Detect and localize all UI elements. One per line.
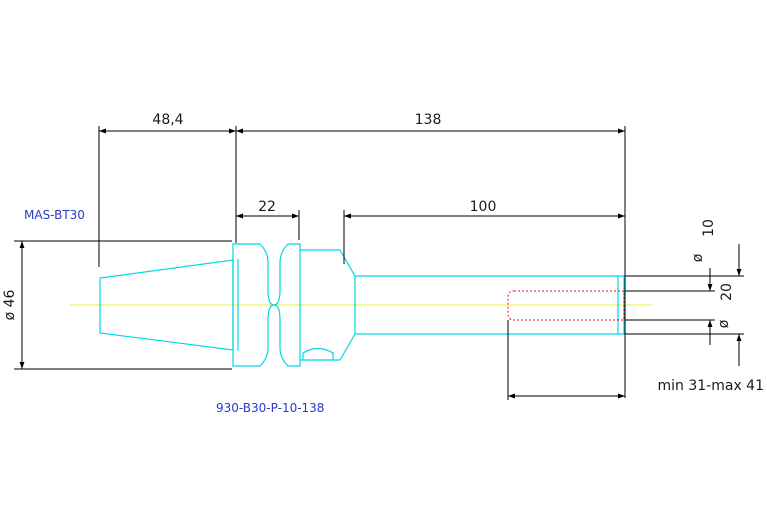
dim-22-text: 22 (258, 199, 276, 215)
flange-shape (232, 243, 301, 367)
drive-slot (302, 347, 334, 360)
dim-bore-symbol-text: ø (690, 253, 706, 262)
dim-20-text: 20 (719, 283, 735, 301)
dim-10-text: 10 (701, 219, 717, 237)
clamping-range-text: min 31-max 41 (658, 378, 764, 394)
dim-46-text: ø 46 (2, 289, 18, 320)
dimension-lines (14, 126, 744, 400)
dim-138-text: 138 (415, 112, 442, 128)
bore-hidden-line (507, 290, 625, 321)
part-number-label: 930-B30-P-10-138 (216, 401, 324, 415)
dim-100-text: 100 (470, 199, 497, 215)
dim-shank-symbol-text: ø (716, 319, 732, 328)
dim-48-4-text: 48,4 (152, 112, 183, 128)
holder-type-label: MAS-BT30 (24, 208, 85, 222)
